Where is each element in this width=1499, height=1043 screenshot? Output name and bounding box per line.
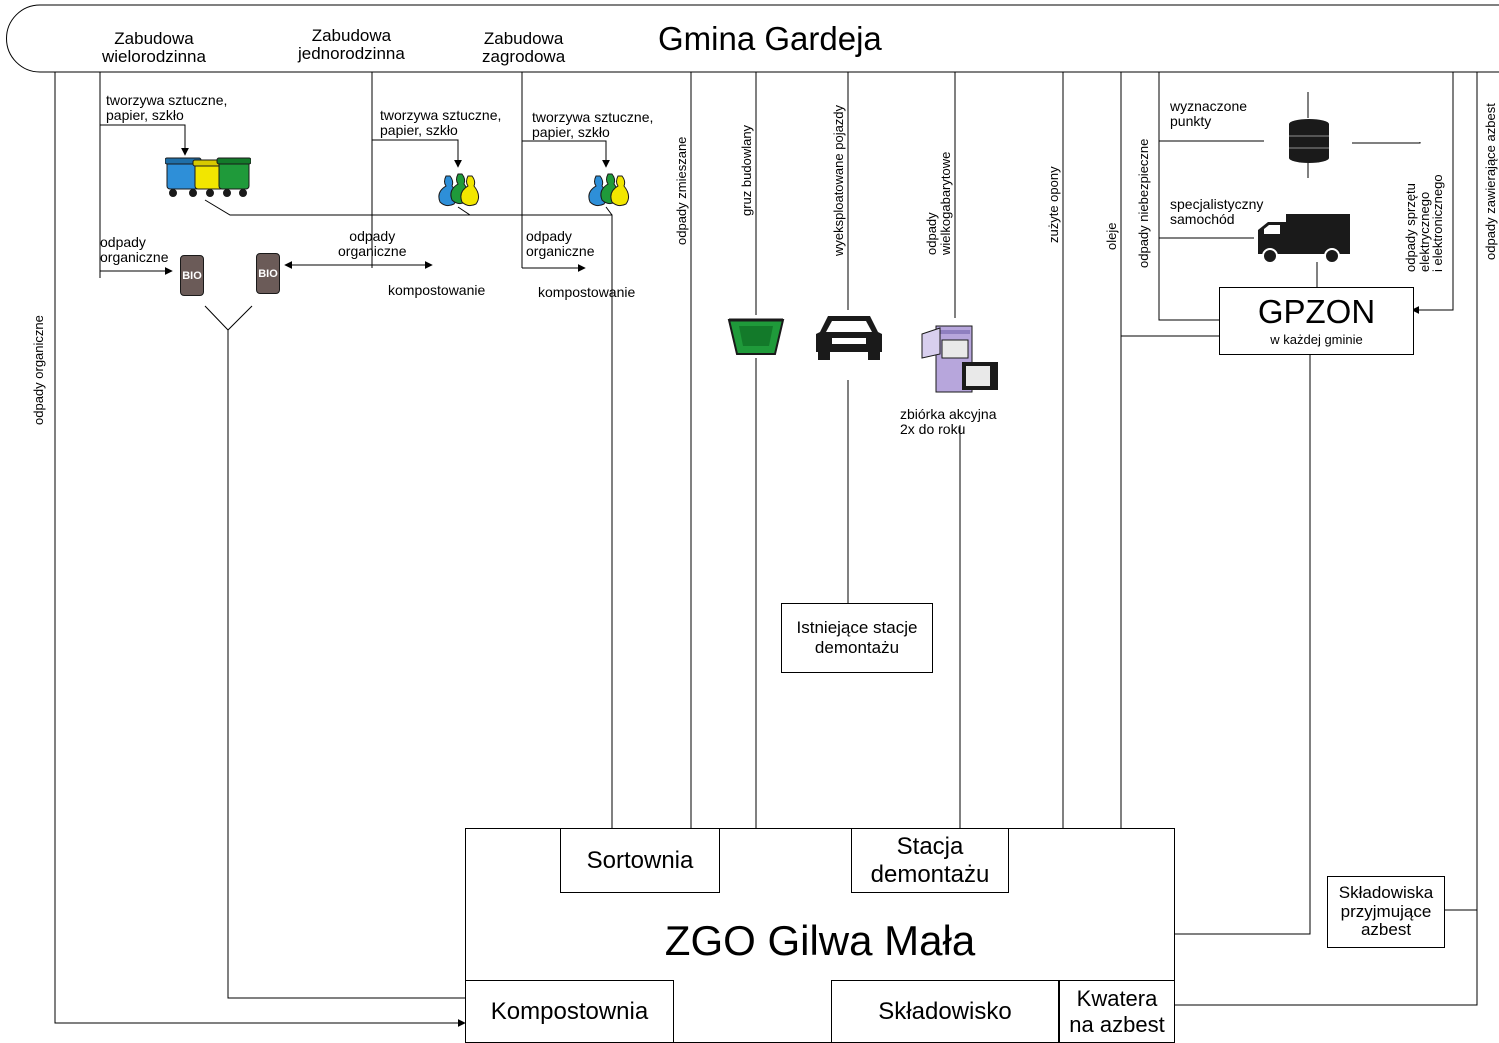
stream-electronic-label: odpady sprzętu elektrycznego i elektroni… bbox=[1403, 174, 1446, 272]
zgo-title: ZGO Gilwa Mała bbox=[664, 917, 976, 964]
municipality-title: Gmina Gardeja bbox=[658, 20, 882, 57]
segregated-label-2: tworzywa sztuczne, papier, szkło bbox=[380, 107, 502, 138]
segregated-label-1: tworzywa sztuczne, papier, szkło bbox=[106, 92, 228, 123]
appliances-icon bbox=[921, 325, 998, 393]
stream-vehicles-label: wyeksploatowane pojazdy bbox=[831, 104, 846, 256]
designated-points-label: wyznaczone punkty bbox=[1170, 98, 1248, 129]
stream-bulky-label: odpady wielkogabarytowe bbox=[924, 151, 953, 255]
special-vehicle-label: specjalistyczny samochód bbox=[1170, 196, 1264, 227]
asbestos-landfills-box: Składowiska przyjmujące azbest bbox=[1327, 876, 1445, 948]
waste-bins-icon bbox=[165, 157, 251, 197]
car-icon bbox=[816, 316, 882, 360]
stream-mixed-label: odpady zmieszane bbox=[674, 136, 689, 245]
barrel-icon bbox=[1289, 119, 1329, 163]
waste-bags-icon-2 bbox=[588, 173, 630, 207]
stream-rubble-label: gruz budowlany bbox=[739, 124, 754, 216]
source-farmstead: Zabudowa zagrodowa bbox=[482, 29, 566, 66]
asbestos-quarter-box: Kwatera na azbest bbox=[1059, 980, 1175, 1043]
stream-hazardous-label: odpady niebezpieczne bbox=[1136, 138, 1151, 268]
gpzon-title: GPZON bbox=[1257, 293, 1376, 330]
composting-label-1: kompostowanie bbox=[388, 282, 486, 298]
gpzon-box: GPZON w każdej gminie bbox=[1219, 287, 1414, 355]
skip-container-icon bbox=[727, 318, 785, 355]
composting-plant-box: Kompostownia bbox=[465, 980, 674, 1043]
stream-organic-label: odpady organiczne bbox=[31, 315, 46, 425]
organic-label-1: odpady organiczne bbox=[100, 234, 169, 265]
stream-asbestos-label: odpady zawierające azbest bbox=[1483, 103, 1498, 260]
bio-bin-icon-2: BIO bbox=[256, 253, 280, 294]
source-single-family: Zabudowa jednorodzinna bbox=[298, 26, 405, 63]
gpzon-subtitle: w każdej gminie bbox=[1270, 332, 1363, 347]
stream-oils-label: oleje bbox=[1104, 222, 1119, 250]
composting-label-2: kompostowanie bbox=[538, 284, 636, 300]
sorting-box: Sortownia bbox=[560, 828, 720, 893]
segregated-label-3: tworzywa sztuczne, papier, szkło bbox=[532, 109, 654, 140]
source-multi-family: Zabudowa wielorodzinna bbox=[102, 29, 206, 66]
landfill-box: Składowisko bbox=[831, 980, 1059, 1043]
truck-icon bbox=[1258, 214, 1350, 264]
waste-bags-icon bbox=[438, 173, 480, 207]
organic-label-2: odpady organiczne bbox=[338, 228, 407, 259]
stream-tires-label: zużyte opony bbox=[1046, 166, 1061, 243]
bio-bin-icon: BIO bbox=[180, 255, 204, 296]
dismantling-box: Stacja demontażu bbox=[851, 828, 1009, 893]
collection-label: zbiórka akcyjna 2x do roku bbox=[900, 406, 997, 437]
organic-stream-line bbox=[54, 72, 466, 1027]
existing-dismantling-box: Istniejące stacje demontażu bbox=[781, 603, 933, 673]
organic-label-3: odpady organiczne bbox=[526, 228, 595, 259]
municipality-banner bbox=[6, 4, 1499, 73]
